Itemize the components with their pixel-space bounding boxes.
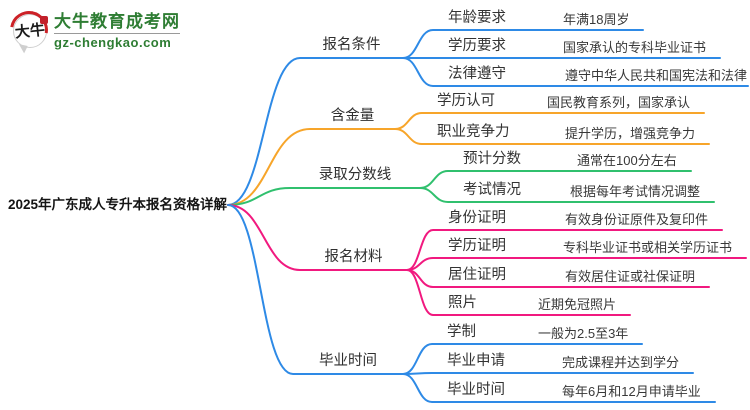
leaf-value-label: 专科毕业证书或相关学历证书	[563, 240, 733, 255]
leaf-value-label: 有效居住证或社保证明	[565, 269, 696, 284]
sub-topic-label: 学历认可	[437, 93, 495, 109]
sub-topic-label: 学历证明	[448, 238, 506, 254]
sub-topic-label: 学制	[447, 324, 476, 340]
leaf-value-label: 提升学历，增强竞争力	[565, 126, 696, 141]
leaf-value-label: 遵守中华人民共和国宪法和法律	[565, 68, 748, 83]
leaf-value-label: 通常在100分左右	[577, 153, 677, 168]
row-connector	[419, 187, 715, 203]
branch-topic-label: 含金量	[330, 108, 375, 124]
sub-topic-label: 预计分数	[463, 151, 521, 167]
leaf-value-label: 年满18周岁	[563, 12, 630, 27]
bull-logo-icon: 大牛	[2, 3, 56, 57]
row-connector	[402, 372, 694, 375]
sub-topic-label: 毕业申请	[447, 353, 505, 369]
sub-topic-label: 身份证明	[448, 210, 506, 226]
leaf-value-label: 国家承认的专科毕业证书	[563, 40, 707, 55]
leaf-value-label: 近期免冠照片	[538, 297, 617, 312]
sub-topic-label: 学历要求	[448, 38, 506, 54]
branch-connector	[227, 204, 408, 271]
sub-topic-label: 法律遵守	[448, 66, 506, 82]
row-connector	[402, 343, 643, 375]
leaf-value-label: 根据每年考试情况调整	[570, 184, 701, 199]
row-connector	[394, 128, 710, 145]
branch-connector	[227, 128, 396, 206]
seal-icon	[40, 16, 48, 24]
site-logo[interactable]: 大牛 大牛教育成考网 gz-chengkao.com	[2, 3, 180, 57]
sub-topic-label: 年龄要求	[448, 10, 506, 26]
row-connector	[402, 57, 749, 87]
row-connector	[406, 269, 631, 316]
branch-topic-label: 报名条件	[322, 37, 381, 53]
leaf-value-label: 有效身份证原件及复印件	[565, 212, 709, 227]
branch-connector	[227, 57, 404, 206]
row-connector	[419, 170, 692, 189]
logo-text-block: 大牛教育成考网 gz-chengkao.com	[54, 11, 180, 51]
sub-topic-label: 职业竞争力	[437, 124, 510, 140]
sub-topic-label: 毕业时间	[447, 382, 505, 398]
branch-topic-label: 报名材料	[324, 249, 383, 265]
leaf-value-label: 一般为2.5至3年	[538, 326, 629, 341]
root-topic: 2025年广东成人专升本报名资格详解	[8, 197, 228, 212]
leaf-value-label: 每年6月和12月申请毕业	[562, 384, 701, 399]
branch-connector	[227, 187, 421, 206]
branch-topic-label: 毕业时间	[319, 353, 377, 369]
row-connector	[402, 29, 644, 59]
leaf-value-label: 完成课程并达到学分	[562, 355, 680, 370]
logo-brand-name: 大牛教育成考网	[54, 11, 180, 34]
branch-connector	[227, 204, 404, 375]
logo-domain: gz-chengkao.com	[54, 35, 172, 50]
sub-topic-label: 考试情况	[463, 182, 521, 198]
row-connector	[402, 373, 716, 403]
sub-topic-label: 居住证明	[448, 267, 506, 283]
sub-topic-label: 照片	[448, 295, 477, 311]
leaf-value-label: 国民教育系列，国家承认	[547, 95, 691, 110]
branch-topic-label: 录取分数线	[318, 167, 392, 183]
